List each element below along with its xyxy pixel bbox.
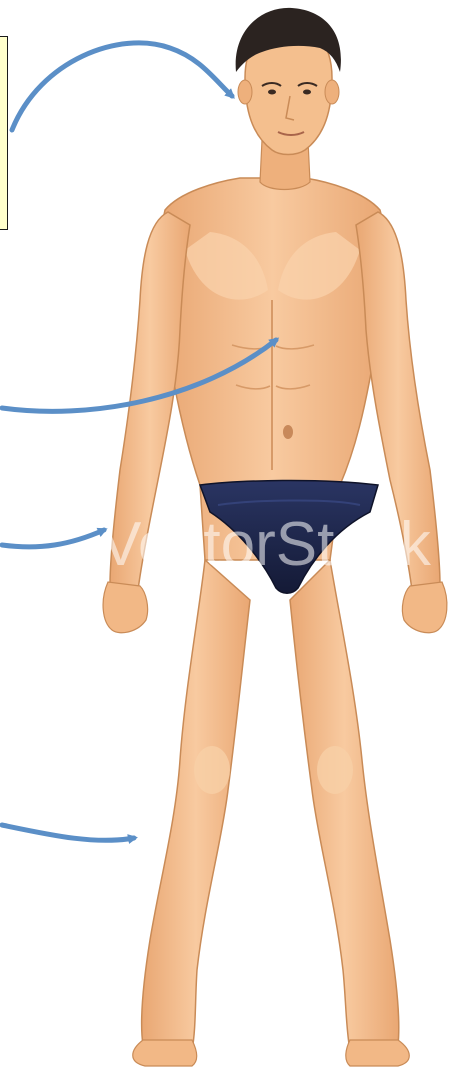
left-hand — [103, 582, 148, 633]
arrow-to-hand-icon — [2, 530, 104, 547]
arrow-to-leg-icon — [2, 825, 134, 840]
left-leg — [142, 560, 250, 1058]
arrow-to-head-icon — [12, 43, 232, 130]
watermark-text: VectorStock — [100, 510, 432, 579]
right-foot — [346, 1040, 409, 1066]
right-hand — [402, 582, 447, 633]
right-leg — [290, 560, 399, 1058]
left-foot — [133, 1040, 197, 1066]
